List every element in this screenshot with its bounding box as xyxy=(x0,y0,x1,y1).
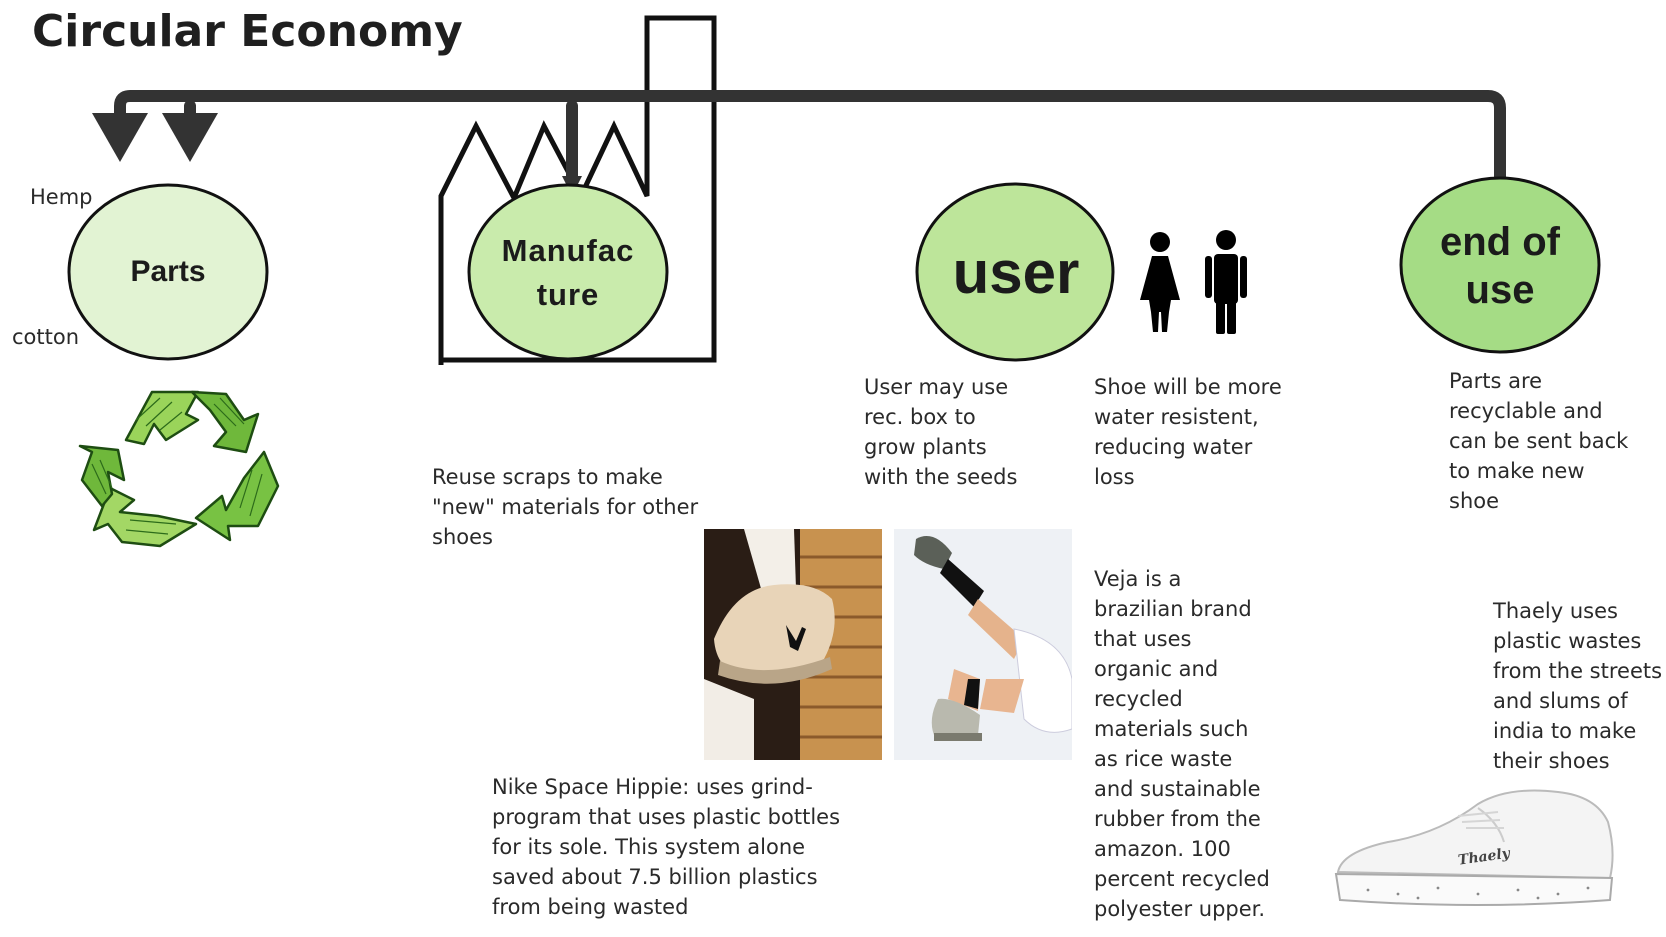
veja-photo-legs xyxy=(894,529,1072,760)
nike-note: Nike Space Hippie: uses grind- program t… xyxy=(492,775,841,919)
page-title: Circular Economy xyxy=(32,6,463,57)
veja-note: Veja is a brazilian brand that uses orga… xyxy=(1094,567,1270,921)
thaely-shoe-image: Thaely xyxy=(1328,782,1620,912)
thaely-shoe-logo: Thaely xyxy=(1457,845,1512,868)
user-label: user xyxy=(952,238,1080,306)
manufacture-label: Manufac ture xyxy=(501,233,635,312)
user-rec-box-note: User may use rec. box to grow plants wit… xyxy=(864,375,1018,489)
hemp-label: Hemp xyxy=(30,185,93,209)
female-icon xyxy=(1140,232,1180,332)
user-circle xyxy=(915,182,1115,362)
parts-label: Parts xyxy=(130,255,206,288)
parts-circle xyxy=(67,183,269,361)
end-of-use-label: end of use xyxy=(1440,220,1560,312)
male-icon xyxy=(1205,230,1247,334)
reuse-scraps-note: Reuse scraps to make "new" materials for… xyxy=(432,465,699,549)
loop-arrow xyxy=(114,90,1506,192)
veja-photo-brick xyxy=(704,529,882,760)
recycle-icon xyxy=(78,390,280,548)
parts-recyclable-note: Parts are recyclable and can be sent bac… xyxy=(1449,369,1629,513)
end-of-use-circle xyxy=(1399,176,1601,354)
factory-icon xyxy=(438,15,717,365)
manufacture-circle xyxy=(467,183,669,361)
thaely-note: Thaely uses plastic wastes from the stre… xyxy=(1493,599,1663,773)
cotton-label: cotton xyxy=(12,325,80,349)
water-resistant-note: Shoe will be more water resistent, reduc… xyxy=(1094,375,1282,489)
